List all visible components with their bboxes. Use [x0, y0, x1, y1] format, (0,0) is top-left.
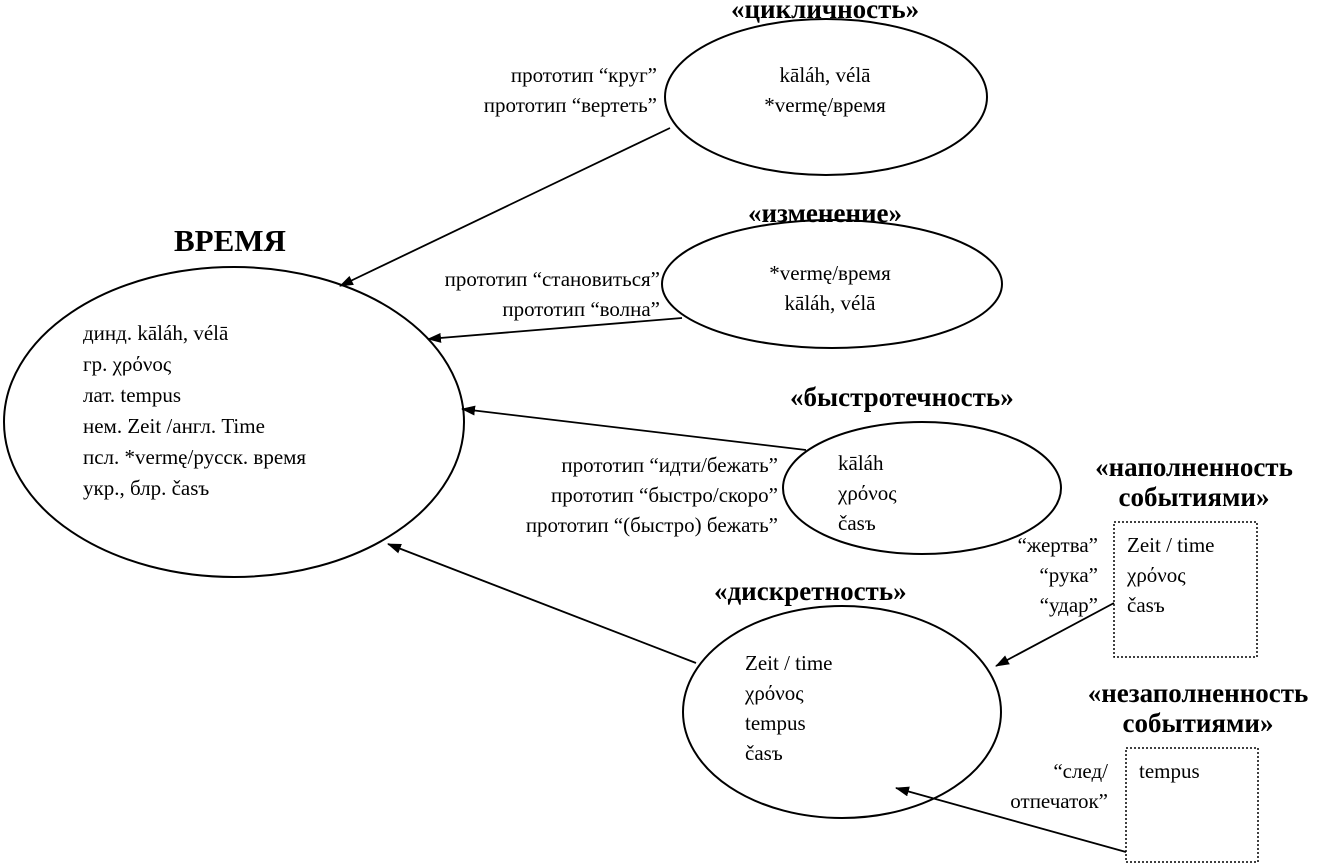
cyclicity-ellipse [664, 18, 988, 176]
change-ellipse [661, 219, 1003, 349]
unfilled-labels: “след/ отпечаток” [960, 756, 1108, 816]
vremya-line: нем. Zeit /англ. Time [83, 414, 265, 438]
cyclicity-lines: kāláh, vélā *vermę/время [715, 60, 935, 120]
unfilled-lines: tempus [1139, 756, 1200, 786]
discrete-line: χρόνος [745, 681, 804, 705]
filled-title-line: событиями» [1118, 482, 1270, 512]
filled-title: «наполненность событиями» [1074, 452, 1314, 512]
speed-label: прототип “быстро/скоро” [551, 483, 778, 507]
vremya-line: гр. χρόνος [83, 352, 172, 376]
filled-label: “удар” [1039, 593, 1098, 617]
filled-label: “рука” [1039, 563, 1098, 587]
arrow-filled-to-discrete [995, 602, 1115, 667]
filled-line: časъ [1127, 593, 1165, 617]
filled-label: “жертва” [1017, 533, 1098, 557]
vremya-lines: динд. kāláh, vélā гр. χρόνος лат. tempus… [83, 318, 306, 504]
discrete-line: časъ [745, 741, 783, 765]
unfilled-box [1125, 747, 1259, 863]
speed-ellipse [782, 421, 1062, 555]
arrow-cyclicity-to-vremya [339, 127, 671, 287]
arrow-discrete-to-vremya [387, 543, 697, 664]
change-lines: *vermę/время kāláh, vélā [720, 258, 940, 318]
filled-line: χρόνος [1127, 563, 1186, 587]
cyclicity-line: *vermę/время [764, 93, 886, 117]
change-labels: прототип “становиться” прототип “волна” [340, 264, 660, 324]
arrow-change-to-vremya [427, 317, 683, 343]
filled-title-line: «наполненность [1095, 452, 1293, 482]
filled-box [1113, 521, 1258, 658]
vremya-line: лат. tempus [83, 383, 182, 407]
vremya-line: укр., блр. časъ [83, 476, 210, 500]
cyclicity-label: прототип “вертеть” [483, 93, 657, 117]
change-title: «изменение» [748, 198, 903, 228]
speed-title: «быстротечность» [790, 382, 1014, 412]
speed-line: χρόνος [838, 481, 897, 505]
change-line: *vermę/время [769, 261, 891, 285]
unfilled-title-line: событиями» [1122, 708, 1274, 738]
vremya-title: ВРЕМЯ [174, 223, 286, 258]
cyclicity-line: kāláh, vélā [779, 63, 871, 87]
change-line: kāláh, vélā [784, 291, 876, 315]
cyclicity-labels: прототип “круг” прототип “вертеть” [380, 60, 657, 120]
speed-label: прототип “(быстро) бежать” [525, 513, 778, 537]
unfilled-label: “след/ [1053, 759, 1108, 783]
vremya-ellipse [3, 266, 465, 578]
filled-labels: “жертва” “рука” “удар” [960, 530, 1098, 620]
arrow-unfilled-to-discrete [895, 786, 1127, 853]
discrete-title: «дискретность» [714, 576, 907, 606]
change-label: прототип “становиться” [444, 267, 660, 291]
discrete-line: Zeit / time [745, 651, 833, 675]
change-label: прототип “волна” [502, 297, 660, 321]
speed-labels: прототип “идти/бежать” прототип “быстро/… [420, 450, 778, 540]
filled-lines: Zeit / time χρόνος časъ [1127, 530, 1214, 620]
discrete-lines: Zeit / time χρόνος tempus časъ [745, 648, 832, 768]
discrete-ellipse [682, 605, 1002, 819]
cyclicity-title: «цикличность» [731, 0, 920, 24]
vremya-line: динд. kāláh, vélā [83, 321, 229, 345]
speed-line: časъ [838, 511, 876, 535]
unfilled-title: «незаполненность событиями» [1068, 678, 1328, 738]
unfilled-line: tempus [1139, 759, 1200, 783]
arrow-speed-to-vremya [461, 405, 807, 451]
vremya-line: псл. *vermę/русск. время [83, 445, 307, 469]
unfilled-title-line: «незаполненность [1087, 678, 1309, 708]
filled-line: Zeit / time [1127, 533, 1215, 557]
speed-line: kāláh [838, 451, 884, 475]
speed-label: прототип “идти/бежать” [561, 453, 778, 477]
unfilled-label: отпечаток” [1010, 789, 1108, 813]
discrete-line: tempus [745, 711, 806, 735]
speed-lines: kāláh χρόνος časъ [838, 448, 897, 538]
cyclicity-label: прототип “круг” [510, 63, 657, 87]
